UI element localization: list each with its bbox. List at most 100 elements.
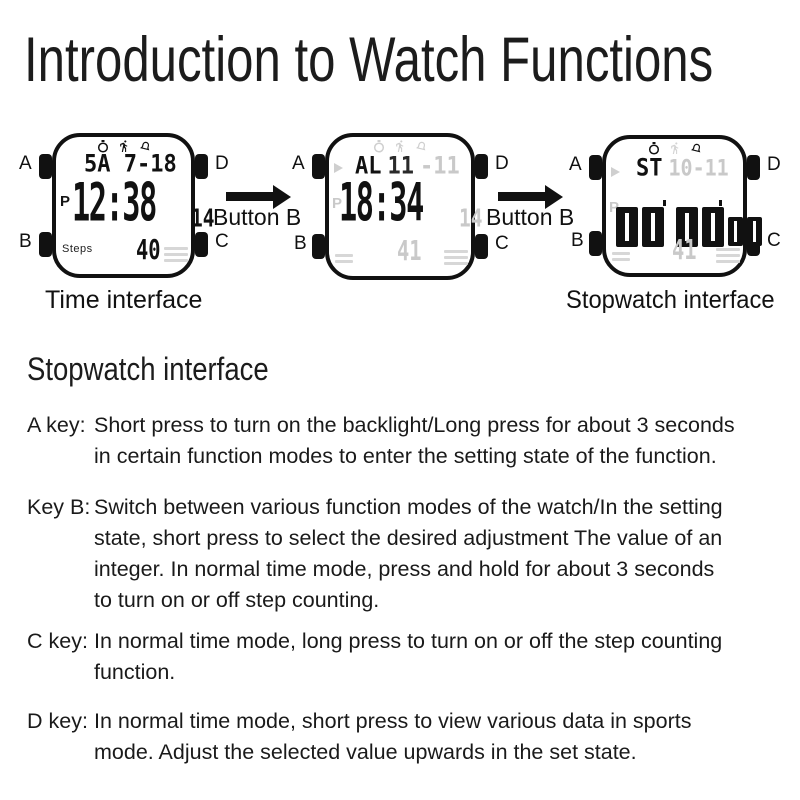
status-icons-row (52, 139, 195, 153)
digit-zero (616, 207, 638, 247)
key-b-label: Key B: (27, 495, 91, 519)
bell-icon (416, 140, 427, 152)
time-interface-caption: Time interface (45, 286, 203, 314)
digit-zero (642, 207, 664, 247)
time-value: 12:38 (72, 171, 157, 233)
description-line: function. (94, 660, 176, 684)
button-b-label: B (571, 230, 584, 251)
section-heading: Stopwatch interface (27, 351, 269, 387)
mode-row: AL 11 -11 (355, 152, 460, 181)
stopwatch-icon (373, 139, 385, 153)
arrow-button-label: Button B (213, 204, 302, 230)
button-c-label: C (767, 230, 781, 251)
button-a-label: A (569, 154, 582, 175)
button-b-pusher (312, 234, 325, 259)
description-line: in certain function modes to enter the s… (94, 444, 717, 468)
arrow-right-icon (498, 184, 563, 209)
seconds-value: 14 (191, 204, 215, 233)
button-c-label: C (215, 231, 229, 252)
button-a-pusher (39, 154, 52, 179)
steps-count: 40 (136, 233, 165, 266)
watch-time-diagram: A B D C 5A 7-18 P 12:38 14 Steps 40 (19, 133, 229, 278)
description-line: integer. In normal time mode, press and … (94, 557, 715, 581)
time-display: 12:38 14 (72, 172, 219, 233)
description-line: Short press to turn on the backlight/Lon… (94, 413, 735, 437)
steps-value: 40 (136, 233, 161, 266)
ghost-bottom-value: 41 (672, 233, 697, 266)
stopwatch-icon (97, 139, 109, 153)
arrow-button-label: Button B (486, 204, 575, 230)
ghost-bottom-number: 41 (672, 233, 701, 266)
mode-value: AL (355, 152, 382, 181)
ghost-bottom-value: 41 (397, 234, 422, 267)
runner-icon (118, 139, 131, 153)
button-d-pusher (475, 154, 488, 179)
description-line: In normal time mode, short press to view… (94, 709, 692, 733)
runner-icon (669, 141, 682, 155)
button-c-label: C (495, 233, 509, 254)
button-b-label: B (19, 231, 32, 252)
description-line: mode. Adjust the selected value upwards … (94, 740, 637, 764)
bell-icon (690, 142, 702, 154)
button-d-label: D (215, 153, 229, 174)
stopwatch-zero-digits (616, 200, 762, 247)
description-line: Switch between various function modes of… (94, 495, 723, 519)
alarm-number: 11 (387, 152, 415, 181)
button-c-pusher (475, 234, 488, 259)
button-a-label: A (292, 153, 305, 174)
description-line: In normal time mode, long press to turn … (94, 629, 723, 653)
button-d-pusher (195, 154, 208, 179)
date-value: 5A 7-18 (84, 150, 177, 179)
runner-icon (394, 139, 407, 153)
button-b-label: B (294, 233, 307, 254)
button-b-pusher (589, 231, 602, 256)
mode-row: ST 10-11 (636, 154, 729, 183)
ghost-text-lines (612, 252, 630, 261)
bell-icon (139, 140, 151, 152)
key-c-description: C key: In normal time mode, long press t… (27, 626, 722, 688)
time-display: 18:34 14 (339, 172, 487, 233)
ghost-text-lines (444, 250, 468, 265)
mode-pointer-icon (334, 163, 343, 173)
mode-pointer-icon (611, 167, 620, 177)
key-d-label: D key: (27, 709, 88, 733)
key-c-label: C key: (27, 629, 88, 653)
button-d-pusher (747, 155, 760, 180)
button-b-pusher (39, 232, 52, 257)
key-b-description: Key B: Switch between various function m… (27, 492, 723, 616)
date-row: 5A 7-18 (84, 150, 177, 179)
status-icons-row (325, 139, 475, 153)
pm-flag: P (60, 193, 71, 210)
pm-flag-ghost: P (332, 195, 343, 212)
ghost-date-value: 10-11 (668, 154, 729, 181)
minute-tick (663, 200, 666, 206)
description-line: to turn on or off step counting. (94, 588, 380, 612)
ghost-bottom-number: 41 (397, 234, 426, 267)
status-icons-row (602, 141, 747, 155)
ghost-text-lines (164, 247, 188, 262)
watch-case (52, 133, 195, 278)
button-a-pusher (312, 154, 325, 179)
watch-alarm-diagram: A B D C AL 11 -11 P 18:34 14 41 (292, 133, 509, 280)
digit-zero-small (728, 217, 743, 246)
alarm-time-value: 18:34 (339, 171, 424, 233)
ghost-text-lines (716, 248, 740, 263)
arrow-right-icon (226, 184, 291, 209)
description-line: state, short press to select the desired… (94, 526, 723, 550)
mode-value: ST (636, 154, 663, 183)
button-a-pusher (589, 155, 602, 180)
second-tick (719, 200, 722, 206)
button-c-pusher (195, 232, 208, 257)
key-a-label: A key: (27, 413, 86, 437)
digit-zero (676, 207, 698, 247)
page-title: Introduction to Watch Functions (24, 25, 714, 95)
ghost-text-lines (335, 254, 353, 263)
digit-zero (702, 207, 724, 247)
ghost-seconds-value: 14 (459, 204, 483, 233)
digit-zero-small (747, 217, 762, 246)
button-a-label: A (19, 153, 32, 174)
watch-stopwatch-diagram: A B D C ST 10-11 P 41 (569, 135, 781, 277)
key-d-description: D key: In normal time mode, short press … (27, 706, 691, 768)
steps-label: Steps (62, 243, 93, 255)
stopwatch-icon (648, 141, 660, 155)
